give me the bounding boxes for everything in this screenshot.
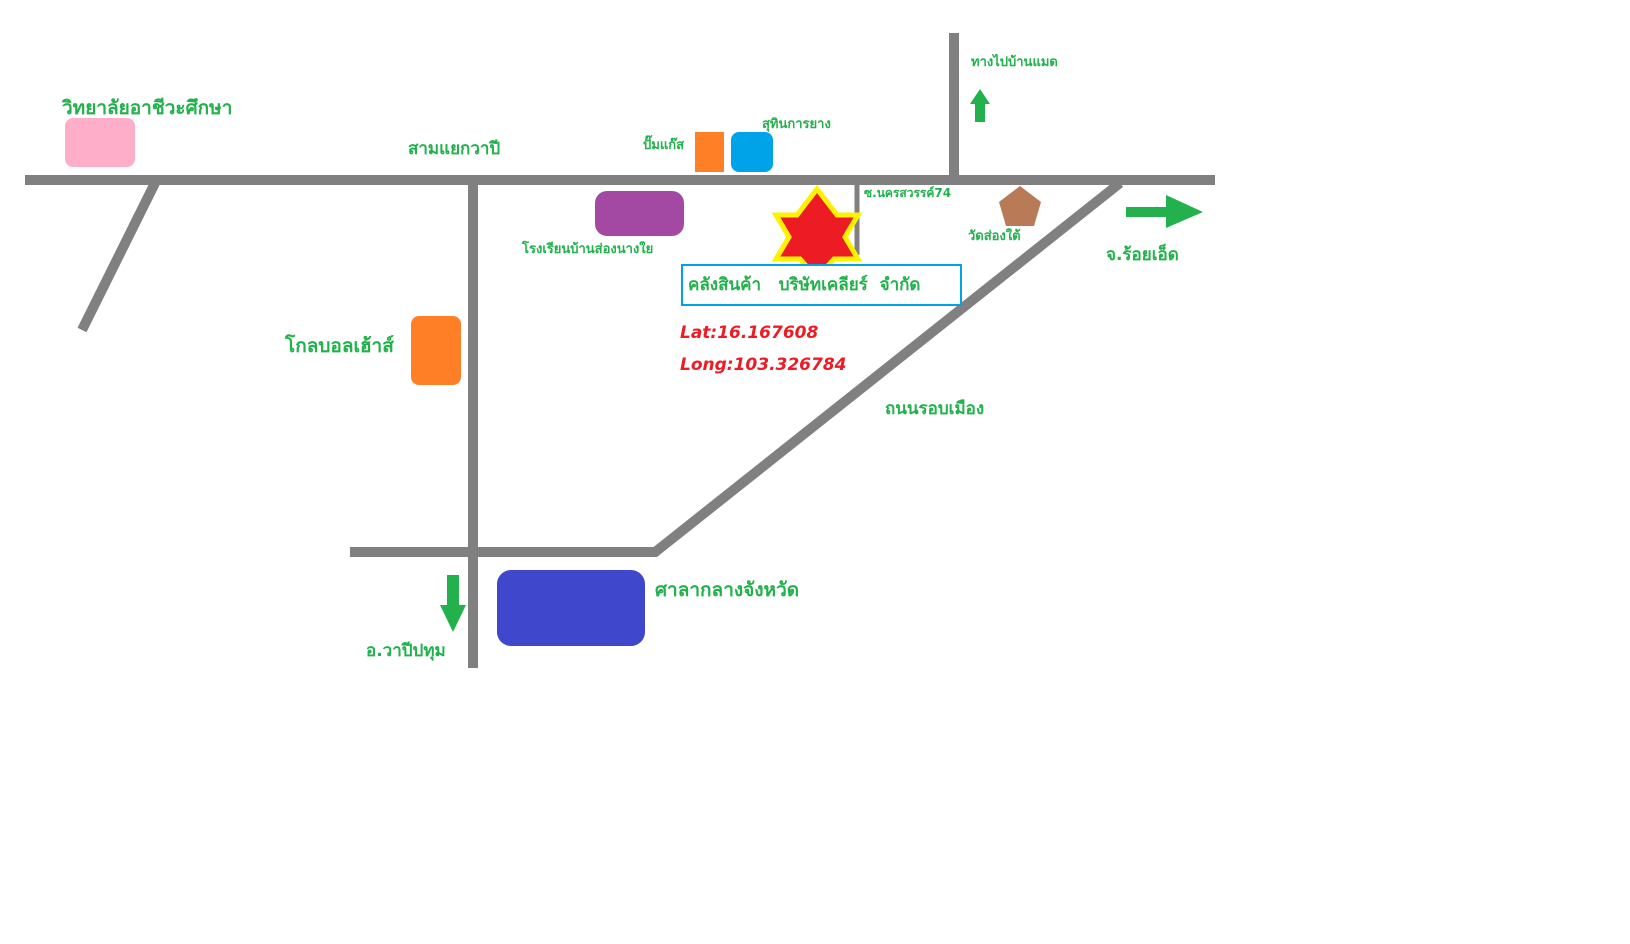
temple-label: วัดส่องใต้ — [968, 227, 1021, 244]
roads — [25, 33, 1215, 668]
city-hall-building — [497, 570, 645, 646]
to-ban-maet-label: ทางไปบ้านแมด — [971, 53, 1058, 70]
warehouse-label-box — [681, 264, 962, 306]
latitude-label: Lat:16.167608 — [680, 323, 818, 343]
road-northwest-branch — [77, 180, 160, 333]
college-building — [65, 118, 135, 167]
soi-label: ซ.นครสวรรค์74 — [864, 186, 951, 200]
school-building — [595, 191, 684, 236]
arrow-down-icon — [440, 575, 466, 632]
warehouse-label: คลังสินค้า บริษัทเคลียร์ จำกัด — [688, 274, 920, 295]
arrow-up-icon — [970, 89, 990, 122]
tire-shop-marker — [731, 132, 773, 172]
college-label: วิทยาลัยอาชีวะศึกษา — [62, 97, 233, 119]
roi-et-label: จ.ร้อยเอ็ด — [1106, 242, 1179, 265]
school-label: โรงเรียนบ้านส่องนางใย — [521, 240, 653, 257]
road-ring-road-diagonal — [650, 179, 1124, 557]
golf-house-label: โกลบอลเฮ้าส์ — [284, 334, 394, 357]
gas-station-label: ปั๊มแก๊ส — [643, 135, 684, 153]
golf-house-building — [411, 316, 461, 385]
city-hall-label: ศาลากลางจังหวัด — [655, 579, 799, 601]
tire-shop-label: สุทินการยาง — [762, 117, 831, 132]
junction-label: สามแยกวาปี — [408, 138, 500, 159]
pentagon-icon — [999, 186, 1041, 226]
gas-station-marker — [695, 132, 724, 172]
ring-road-label: ถนนรอบเมือง — [885, 398, 984, 419]
wapi-pathum-label: อ.วาปีปทุม — [366, 640, 446, 661]
arrow-icon — [440, 89, 1203, 632]
longitude-label: Long:103.326784 — [680, 355, 847, 375]
arrow-right-icon — [1126, 195, 1203, 228]
